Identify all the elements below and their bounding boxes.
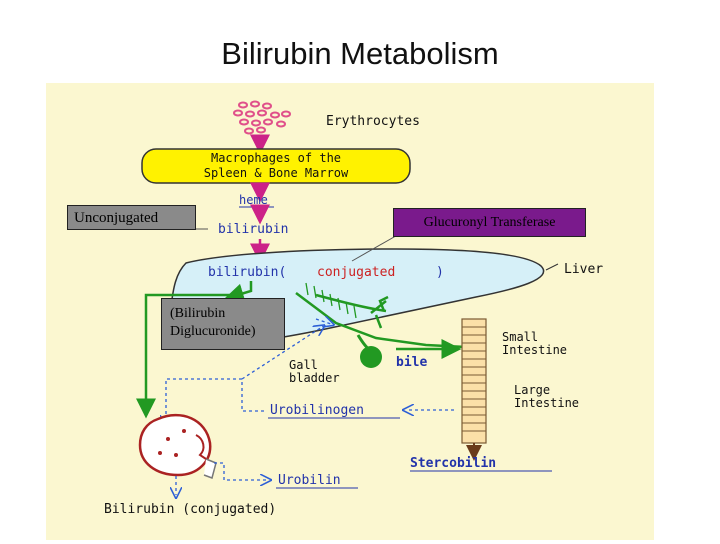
urobilin-label: Urobilin xyxy=(278,473,341,488)
unconjugated-callout: Unconjugated xyxy=(67,205,196,230)
liver-pointer xyxy=(545,263,559,271)
urobilinogen-to-liver-line xyxy=(241,327,322,380)
duct-hatching xyxy=(305,282,357,319)
urobilinogen-label: Urobilinogen xyxy=(270,403,364,418)
heme-label: heme xyxy=(239,193,268,207)
diglucuronide-callout: (Bilirubin Diglucuronide) xyxy=(161,298,285,350)
macrophages-label-line2: Spleen & Bone Marrow xyxy=(204,166,349,180)
stercobilin-label: Stercobilin xyxy=(410,456,496,471)
connector-glucuronyl xyxy=(351,232,402,262)
intestine-icon xyxy=(461,318,487,461)
liver-label: Liver xyxy=(564,262,603,277)
erythrocytes-label: Erythrocytes xyxy=(326,114,420,129)
bilirubin-conj-word: conjugated xyxy=(317,265,395,280)
large-intestine-line2: Intestine xyxy=(514,396,579,410)
gall-bladder-icon xyxy=(360,346,382,368)
glucuronyl-callout: Glucuronyl Transferase xyxy=(393,208,586,237)
small-intestine-line1: Small xyxy=(502,330,538,344)
gall-label-line2: bladder xyxy=(289,371,340,385)
bilirubin-conj-prefix: bilirubin( xyxy=(208,265,286,280)
erythrocytes-icon xyxy=(233,100,291,135)
large-intestine-line1: Large xyxy=(514,383,550,397)
macrophages-box xyxy=(141,148,411,184)
diagram-canvas: Erythrocytes Macrophages of the Spleen &… xyxy=(104,100,603,517)
bilirubin-label: bilirubin xyxy=(218,222,288,237)
small-intestine-line2: Intestine xyxy=(502,343,567,357)
diglucuronide-line1: (Bilirubin xyxy=(170,306,226,321)
kidney-icon xyxy=(138,413,217,479)
gall-label-line1: Gall xyxy=(289,358,318,372)
glucuronyl-text: Glucuronyl Transferase xyxy=(423,215,556,230)
conjugated-to-kidney-line xyxy=(136,293,242,419)
arrow-into-liver xyxy=(315,319,331,324)
arrow-kidney-to-urobilin xyxy=(214,462,268,480)
diagram-panel: Erythrocytes Macrophages of the Spleen &… xyxy=(46,83,654,540)
urobilinogen-return-line xyxy=(241,379,264,412)
page-title: Bilirubin Metabolism xyxy=(221,36,499,71)
macrophages-label-line1: Macrophages of the xyxy=(211,151,341,165)
unconjugated-text: Unconjugated xyxy=(74,210,159,226)
urobilinogen-to-kidney-line xyxy=(166,378,242,423)
diglucuronide-line2: Diglucuronide) xyxy=(170,324,256,339)
bile-label: bile xyxy=(396,355,427,370)
bilirubin-conj-suffix: ) xyxy=(436,265,444,280)
bilirubin-bottom-label: Bilirubin (conjugated) xyxy=(104,502,276,517)
